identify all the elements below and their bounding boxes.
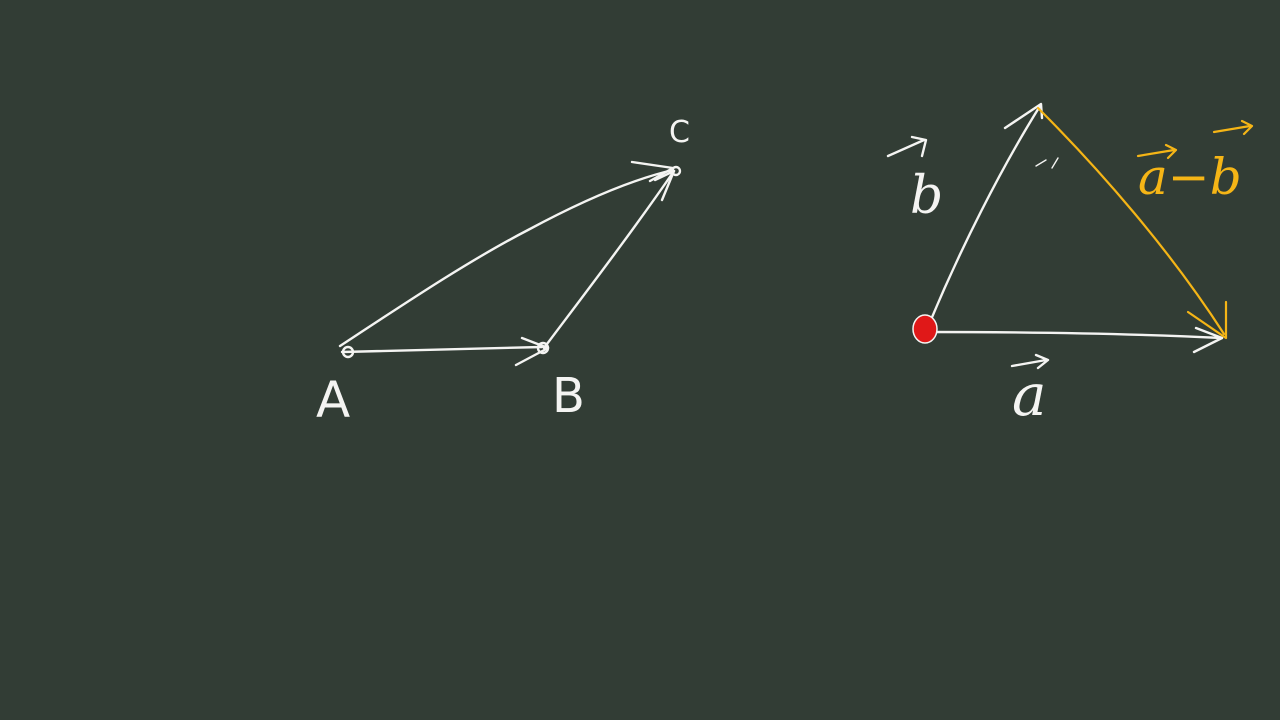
point-a-label: A — [316, 371, 351, 429]
vector-difference-label: a−b — [1138, 148, 1242, 206]
point-a-marker — [341, 345, 355, 359]
segment-ac — [338, 168, 675, 348]
arrowhead-ac — [630, 160, 675, 183]
segment-ab — [340, 345, 544, 354]
vector-b-label-arrow — [886, 135, 928, 158]
point-b-label: B — [552, 368, 585, 424]
point-c-label: C — [669, 115, 690, 150]
segment-bc — [542, 169, 676, 350]
vector-a-label: a — [1012, 361, 1047, 429]
difference-a-label-arrow — [1136, 143, 1178, 160]
difference-b-label-arrow — [1212, 119, 1254, 136]
vector-difference-line — [1036, 106, 1226, 336]
vector-a-label-arrow — [1010, 353, 1050, 370]
point-b-marker — [536, 341, 550, 355]
vector-b-arrowhead — [1003, 102, 1044, 130]
point-c-marker — [670, 165, 682, 177]
vector-difference-arrowhead — [1186, 300, 1228, 340]
vector-b-label: b — [910, 166, 944, 226]
vector-a-line — [924, 330, 1224, 340]
origin-red-marker — [912, 314, 938, 344]
angle-mark — [1035, 157, 1059, 169]
vector-a-arrowhead — [1192, 326, 1224, 354]
arrowhead-bc — [653, 169, 676, 202]
vector-b-line — [928, 104, 1042, 324]
